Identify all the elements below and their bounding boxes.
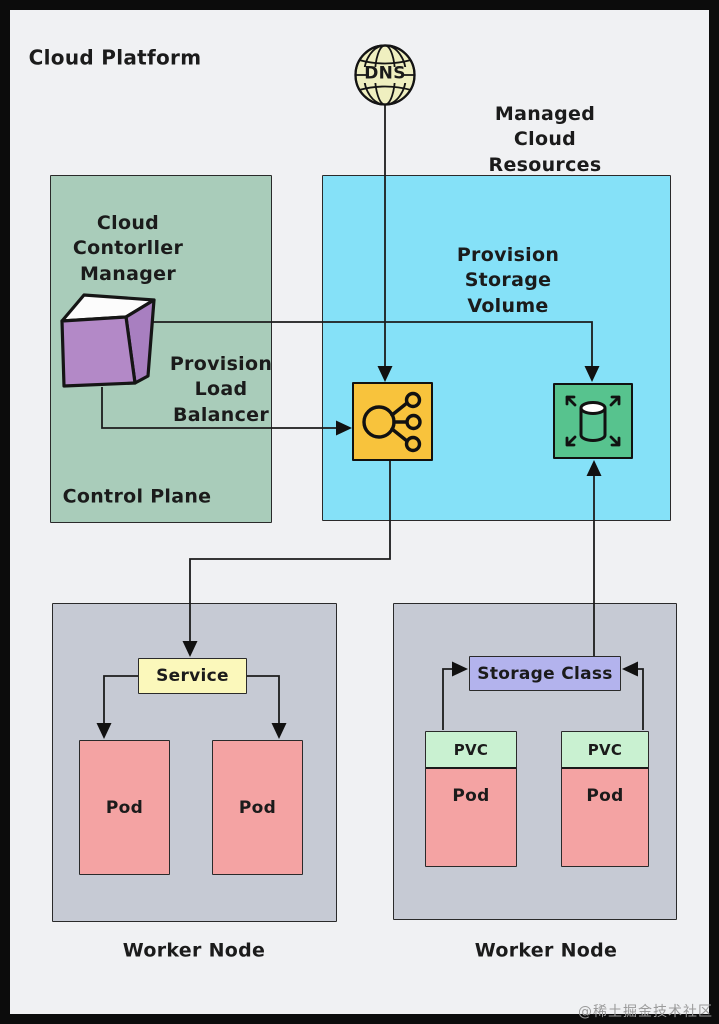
pvc-header: PVC [426,732,516,769]
control-plane-label: Control Plane [62,485,212,508]
worker-node-left-caption: Worker Node [122,939,266,962]
expand-arrow-icon [565,435,577,447]
page-title: Cloud Platform [28,45,202,70]
expand-arrow-icon [565,395,577,407]
pvc-pod-stack: PVC Pod [425,731,517,867]
storage-class-box: Storage Class [469,656,621,691]
managed-cloud-resources-box [322,175,671,521]
pvc-label: PVC [587,740,623,759]
pod-label: Pod [105,797,144,818]
pvc-label: PVC [453,740,489,759]
pod-box: Pod [426,769,516,866]
pod-label: Pod [452,786,490,806]
service-box: Service [138,658,247,694]
globe-icon [354,44,416,106]
dns-label: DNS [364,63,406,84]
pod-box: Pod [79,740,170,875]
managed-cloud-resources-label: Managed Cloud Resources [488,102,602,176]
pvc-pod-stack: PVC Pod [561,731,649,867]
cube-icon [60,293,156,388]
service-label: Service [156,666,229,686]
cloud-controller-manager-label: Cloud Contorller Manager [72,211,184,285]
pod-box: Pod [212,740,303,875]
watermark: @稀土掘金技术社区 [578,1004,713,1020]
expand-arrow-icon [609,435,621,447]
pod-label: Pod [238,797,277,818]
pod-box: Pod [562,769,648,866]
worker-node-right-caption: Worker Node [474,939,618,962]
provision-storage-volume-label: Provision Storage Volume [456,243,560,317]
load-balancer-icon [362,391,422,453]
pod-label: Pod [586,786,624,806]
storage-class-label: Storage Class [477,663,613,684]
storage-cylinder-icon [565,395,621,447]
provision-load-balancer-label: Provision Load Balancer [169,352,273,426]
expand-arrow-icon [609,395,621,407]
pvc-header: PVC [562,732,648,769]
